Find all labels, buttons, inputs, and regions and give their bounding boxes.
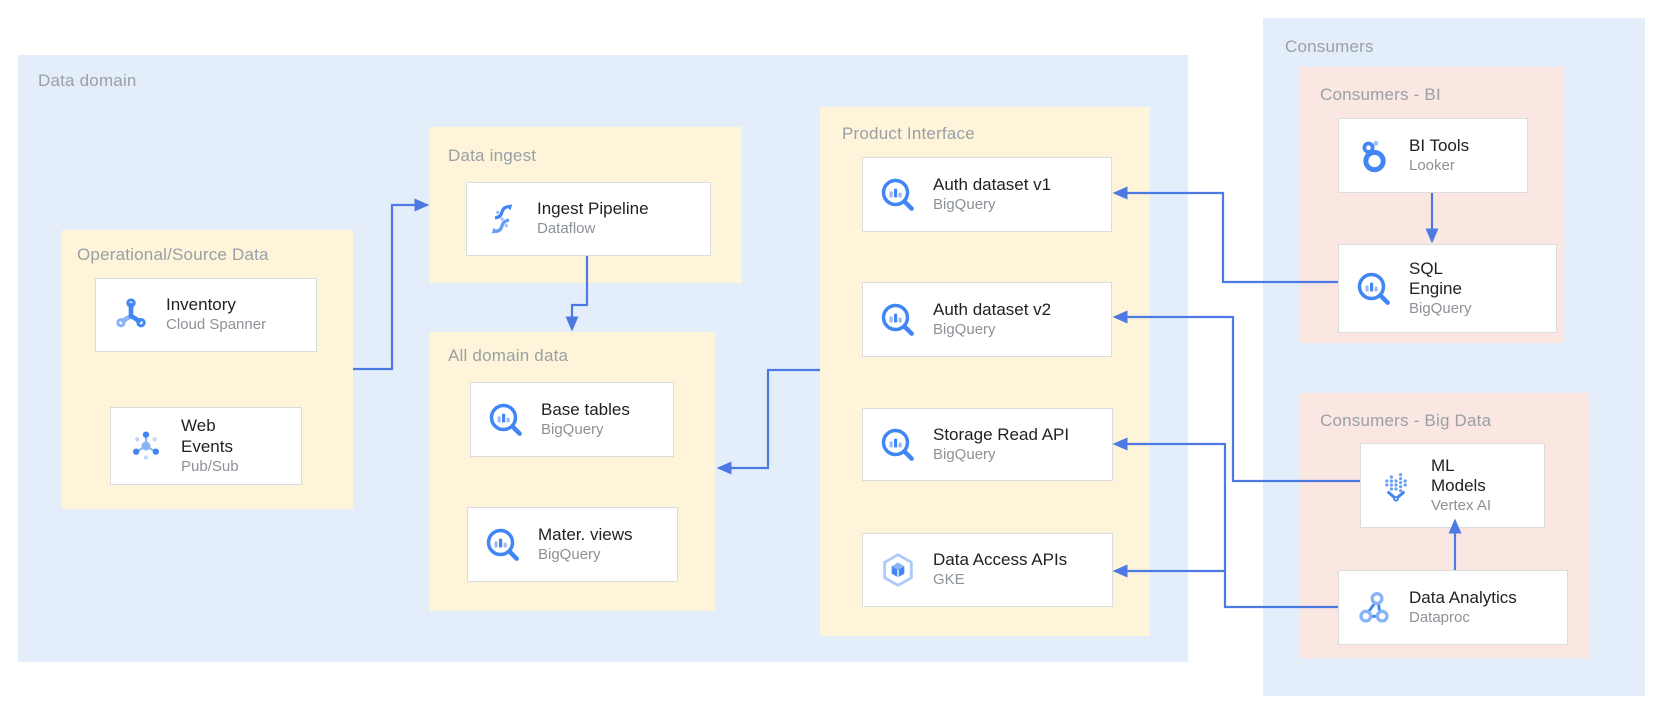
node-subtitle: GKE — [933, 571, 965, 589]
node-subtitle: BigQuery — [1409, 300, 1472, 318]
node-subtitle: Looker — [1409, 156, 1455, 174]
node-title: Mater. views — [538, 524, 633, 544]
consumers-label: Consumers — [1285, 37, 1374, 56]
data-domain-label: Data domain — [38, 71, 137, 90]
node-subtitle: Pub/Sub — [181, 457, 239, 475]
node-base-tables: Base tables BigQuery — [470, 382, 674, 457]
node-title: Web Events — [181, 416, 233, 456]
node-title: Auth dataset v2 — [933, 299, 1052, 319]
node-subtitle: BigQuery — [933, 195, 996, 213]
node-subtitle: BigQuery — [933, 445, 996, 463]
node-subtitle: Dataproc — [1409, 608, 1470, 626]
node-ingest-pipeline: Ingest Pipeline Dataflow — [466, 182, 711, 256]
node-subtitle: BigQuery — [933, 320, 996, 338]
node-bi-tools: BI Tools Looker — [1338, 118, 1528, 193]
node-auth-dataset-v1: Auth dataset v1 BigQuery — [862, 157, 1112, 232]
bigquery-icon — [1354, 269, 1394, 309]
node-subtitle: Vertex AI — [1431, 497, 1492, 515]
cloud-spanner-icon — [111, 295, 151, 335]
node-title: SQL Engine — [1409, 258, 1462, 299]
node-title: Auth dataset v1 — [933, 174, 1052, 194]
node-title: Data Access APIs — [933, 550, 1068, 570]
node-subtitle: BigQuery — [538, 545, 601, 563]
bigquery-icon — [486, 400, 526, 440]
consumers-big-data-label: Consumers - Big Data — [1320, 411, 1492, 430]
all-domain-data-label: All domain data — [448, 346, 569, 365]
node-ml-models: ML Models Vertex AI — [1360, 443, 1545, 528]
node-title: BI Tools — [1409, 135, 1470, 155]
dataflow-icon — [482, 199, 522, 239]
node-mater-views: Mater. views BigQuery — [467, 507, 678, 582]
node-title: Storage Read API — [933, 424, 1070, 444]
gke-icon — [878, 550, 918, 590]
node-sql-engine: SQL Engine BigQuery — [1338, 244, 1557, 333]
node-subtitle: Dataflow — [537, 220, 596, 238]
node-title: ML Models — [1431, 455, 1486, 496]
data-ingest-label: Data ingest — [448, 146, 537, 165]
node-title: Ingest Pipeline — [537, 199, 649, 219]
node-storage-read-api: Storage Read API BigQuery — [862, 408, 1113, 481]
node-title: Data Analytics — [1409, 587, 1517, 607]
node-subtitle: Cloud Spanner — [166, 316, 267, 334]
node-data-access-apis: Data Access APIs GKE — [862, 533, 1113, 607]
dataproc-icon — [1354, 588, 1394, 628]
vertex-ai-icon — [1376, 466, 1416, 506]
looker-icon — [1354, 136, 1394, 176]
node-subtitle: BigQuery — [541, 420, 604, 438]
node-title: Base tables — [541, 399, 630, 419]
bigquery-icon — [878, 300, 918, 340]
node-web-events: Web Events Pub/Sub — [110, 407, 302, 485]
node-title: Inventory — [166, 295, 236, 315]
bigquery-icon — [878, 425, 918, 465]
operational-source-data-label: Operational/Source Data — [77, 245, 269, 264]
node-data-analytics: Data Analytics Dataproc — [1338, 570, 1568, 645]
bigquery-icon — [878, 175, 918, 215]
bigquery-icon — [483, 525, 523, 565]
node-auth-dataset-v2: Auth dataset v2 BigQuery — [862, 282, 1112, 357]
node-inventory: Inventory Cloud Spanner — [95, 278, 317, 352]
pubsub-icon — [126, 426, 166, 466]
product-interface-label: Product Interface — [842, 124, 975, 143]
consumers-bi-label: Consumers - BI — [1320, 85, 1441, 104]
